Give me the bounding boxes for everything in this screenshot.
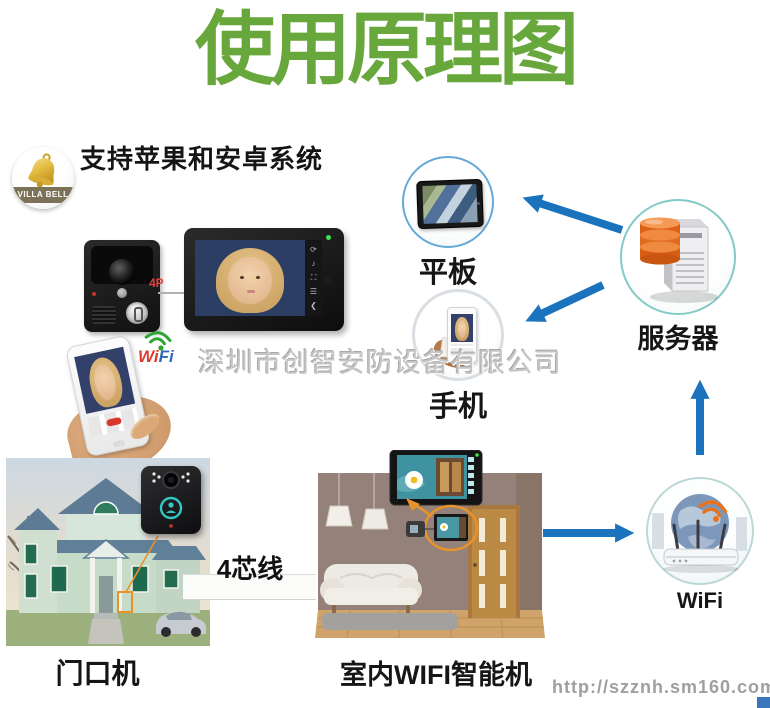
monitor-power-led	[326, 235, 331, 240]
four-core-wire-label: 4芯线	[216, 554, 284, 584]
indoor-monitor: ⟳♪⛶☰❮	[184, 228, 344, 331]
monitor-menu-icons: ⟳♪⛶☰❮	[305, 240, 322, 316]
doorbell-sensor	[117, 288, 127, 298]
door-unit-details	[152, 471, 190, 528]
four-core-wire	[183, 574, 316, 600]
arrow-server-to-tablet	[522, 194, 624, 234]
router-label: WiFi	[676, 588, 724, 613]
wifi-logo: WiFi	[136, 325, 192, 367]
bell-icon	[28, 153, 55, 188]
router-globe-icon	[652, 494, 747, 573]
indoor-room-photo	[315, 450, 545, 639]
doorbell-speaker-grille	[92, 306, 116, 324]
monitor-screen	[195, 240, 305, 316]
smartphone-screen	[74, 346, 136, 414]
phone-node	[412, 289, 504, 381]
wifi-waves-icon	[144, 331, 172, 351]
router-node	[646, 477, 754, 585]
home-button	[112, 439, 126, 448]
tablet-icon	[416, 178, 484, 230]
indoor-unit-label: 室内WIFI智能机	[340, 660, 532, 690]
badge-brand-text: VILLA BELL	[12, 187, 74, 203]
footer-url: http://szznh.sm160.com	[552, 677, 770, 697]
monitor-speaker	[323, 276, 332, 285]
hand-with-smartphone	[50, 334, 190, 482]
doorbell-camera-lens-icon	[109, 259, 135, 285]
outdoor-doorbell-unit	[84, 240, 160, 332]
tablet-node	[402, 156, 494, 248]
support-text: 支持苹果和安卓系统	[80, 144, 324, 174]
arrow-server-to-phone	[525, 281, 605, 322]
villa-bell-badge: VILLA BELL	[12, 147, 74, 209]
server-label: 服务器	[637, 324, 719, 354]
wire-4p-label: 4P	[149, 276, 164, 290]
tablet-label: 平板	[418, 257, 477, 289]
phone-label: 手机	[428, 391, 487, 423]
page-title: 使用原理图	[195, 5, 579, 94]
server-icon	[640, 217, 718, 303]
company-watermark: 深圳市创智安防设备有限公司	[198, 348, 562, 378]
phone-icon	[447, 307, 477, 363]
door-unit-closeup	[141, 466, 201, 534]
corner-mark	[757, 697, 770, 708]
wifi-logo-text: WiFi	[138, 347, 174, 366]
doorbell-call-button	[126, 302, 148, 324]
door-unit-label: 门口机	[55, 658, 140, 689]
doorbell-monitor-wire	[158, 292, 188, 294]
doorbell-led	[92, 292, 96, 296]
server-node	[620, 199, 736, 315]
